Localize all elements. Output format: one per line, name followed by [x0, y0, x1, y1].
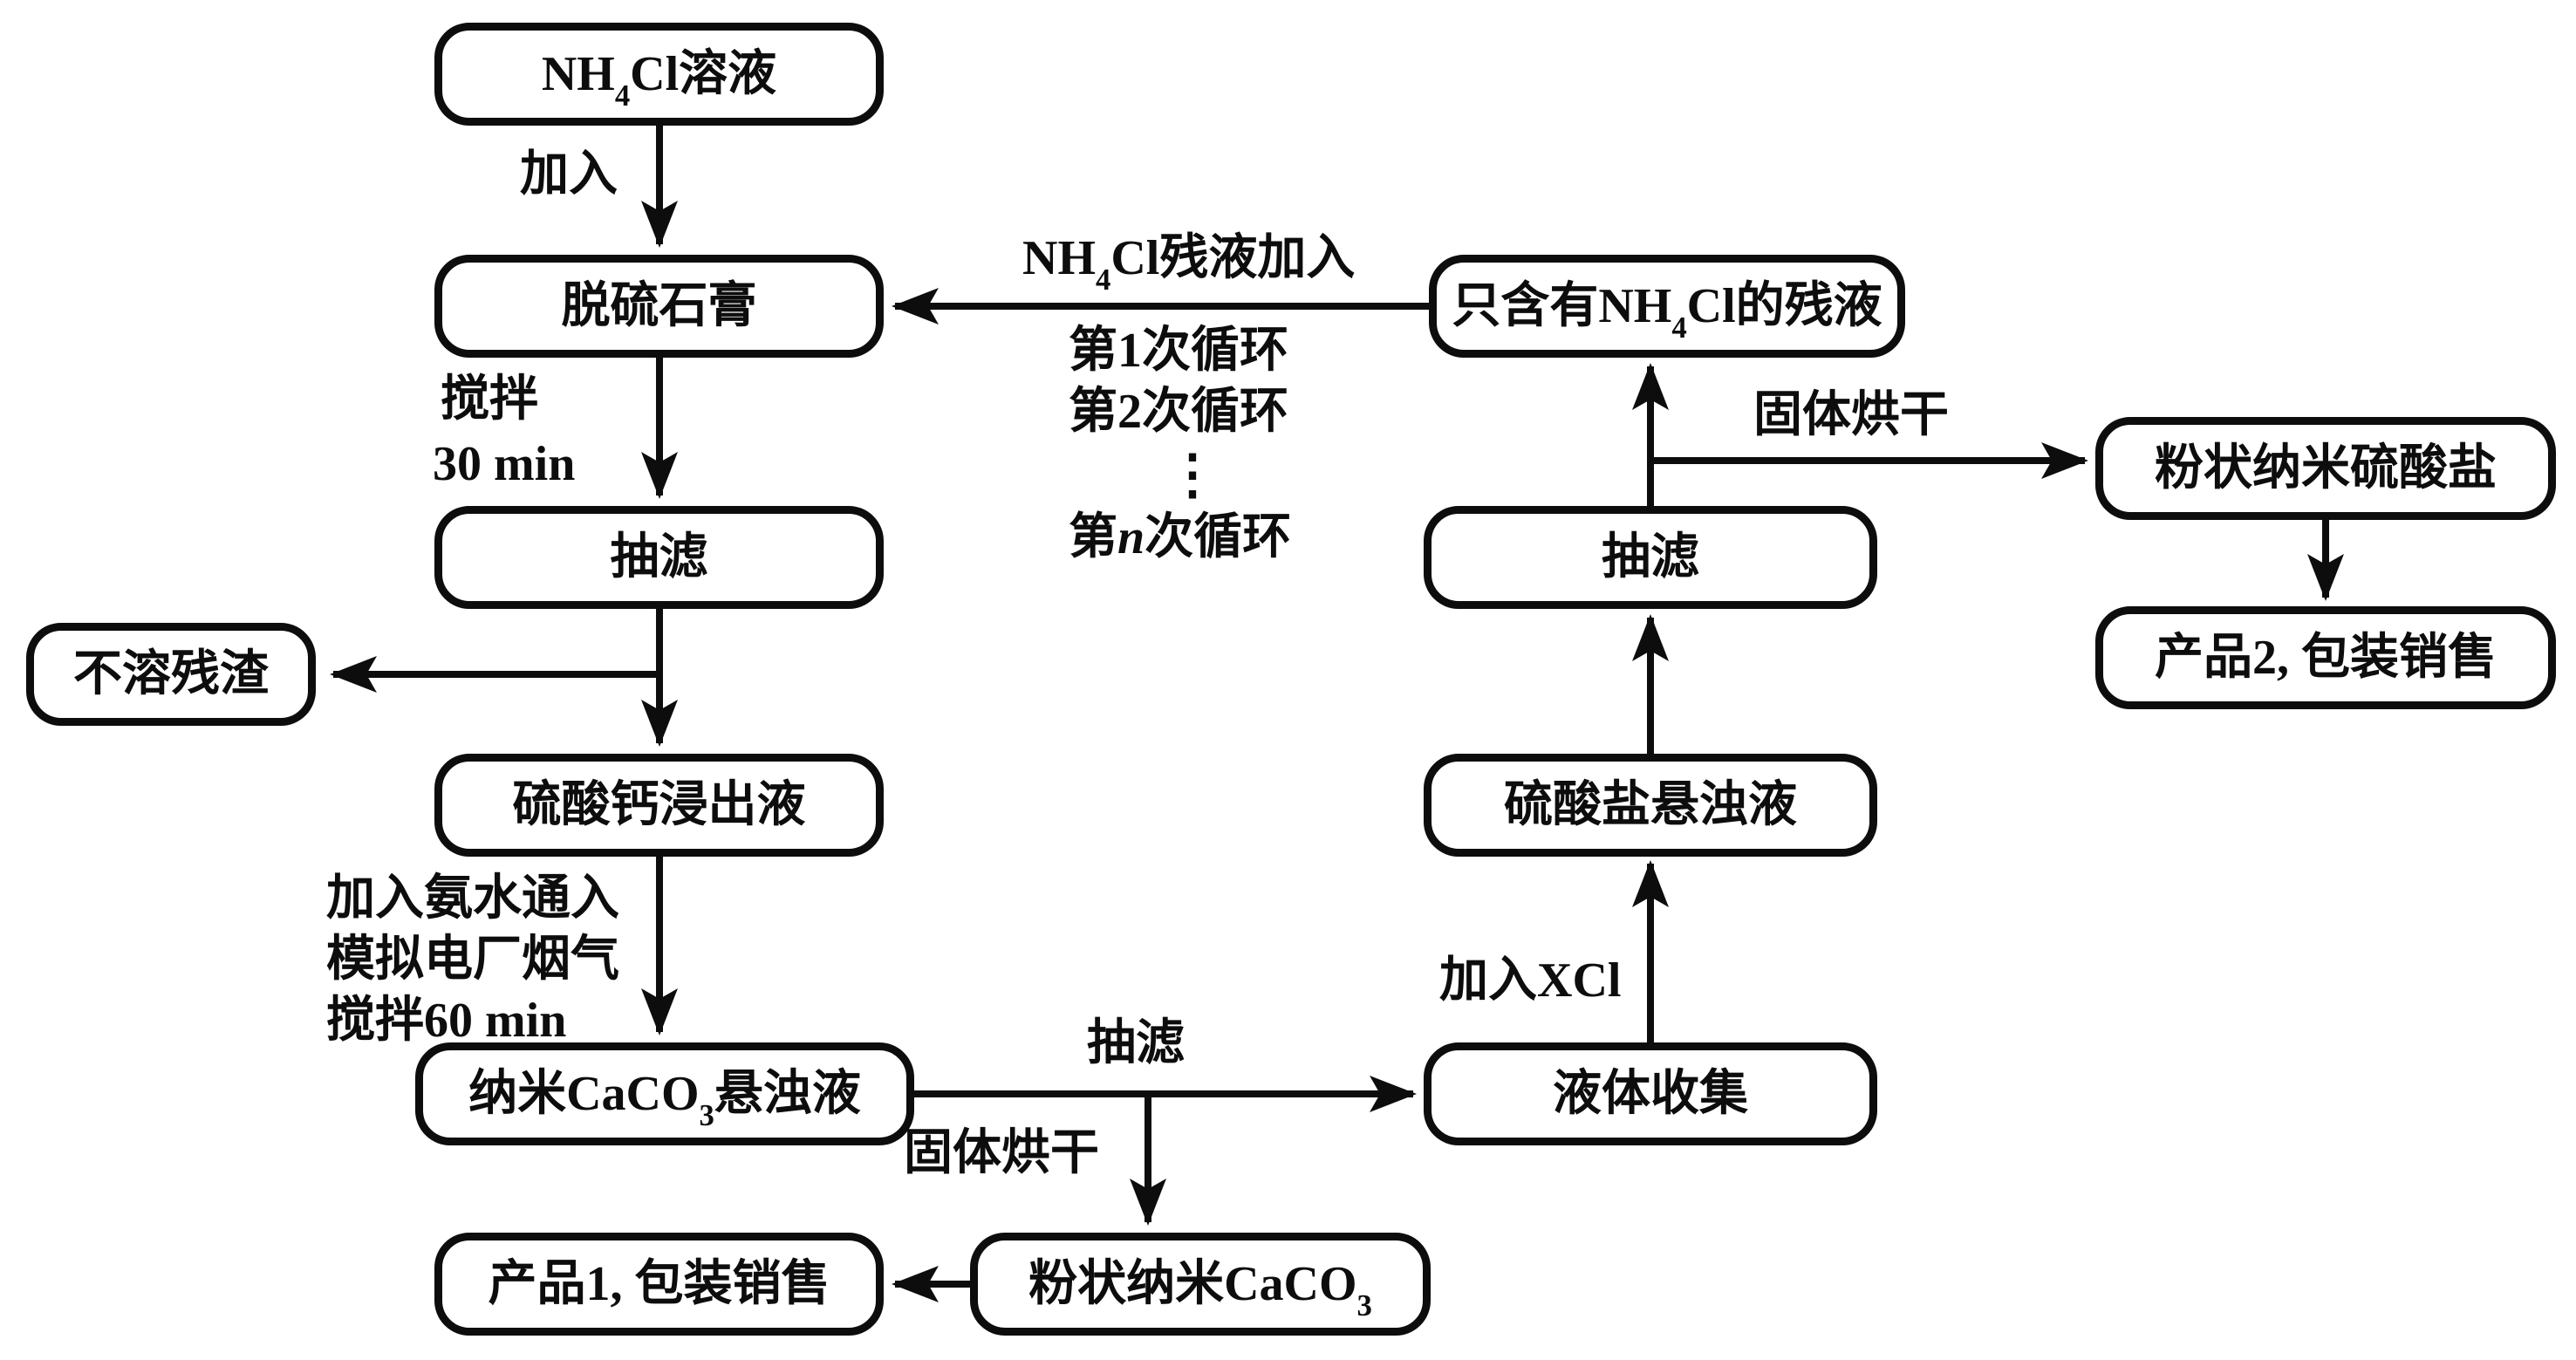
- label-add-xcl: 加入XCl: [1439, 953, 1622, 1008]
- label-add: 加入: [520, 147, 618, 202]
- node-label: 纳米CaCO3悬浊液: [468, 1067, 861, 1133]
- label-filter-mid: 抽滤: [1087, 1016, 1185, 1070]
- label-stir-time: 30 min: [433, 437, 576, 491]
- label-ammonia-line2: 模拟电厂烟气: [326, 933, 619, 987]
- node-label: 产品1, 包装销售: [488, 1257, 830, 1311]
- label-residue-add: NH4Cl残液加入: [1022, 231, 1356, 297]
- node-nh4cl-residue-liquid: 只含有NH4Cl的残液: [1429, 255, 1905, 358]
- node-label: 产品2, 包装销售: [2155, 631, 2497, 685]
- label-cycle-2: 第2次循环: [1069, 385, 1288, 439]
- node-label: 粉状纳米硫酸盐: [2155, 441, 2497, 495]
- node-product2: 产品2, 包装销售: [2095, 606, 2556, 709]
- node-product1: 产品1, 包装销售: [434, 1233, 884, 1336]
- label-cycle-n: 第n次循环: [1069, 510, 1292, 564]
- node-label: 只含有NH4Cl的残液: [1452, 279, 1882, 345]
- node-insoluble-residue: 不溶残渣: [26, 623, 316, 726]
- node-liquid-collection: 液体收集: [1424, 1042, 1877, 1145]
- node-powder-nano-caco3: 粉状纳米CaCO3: [970, 1233, 1431, 1336]
- node-label: 硫酸钙浸出液: [512, 778, 806, 832]
- node-label: 硫酸盐悬浊液: [1504, 778, 1797, 832]
- node-filter-left: 抽滤: [434, 506, 884, 609]
- node-label: 粉状纳米CaCO3: [1028, 1257, 1372, 1323]
- label-stir: 搅拌: [441, 372, 538, 427]
- node-nh4cl-solution: NH4Cl溶液: [434, 23, 884, 126]
- label-cycle-1: 第1次循环: [1069, 324, 1288, 378]
- node-label: NH4Cl溶液: [541, 47, 777, 113]
- label-ammonia-line3: 搅拌60 min: [326, 994, 567, 1048]
- node-label: 抽滤: [1602, 530, 1699, 584]
- node-label: 抽滤: [610, 530, 708, 584]
- label-cycle-ellipsis: ⋮: [1165, 446, 1220, 505]
- node-label: 不溶残渣: [73, 647, 269, 701]
- node-label: 脱硫石膏: [561, 279, 757, 333]
- label-solid-dry-left: 固体烘干: [904, 1126, 1099, 1180]
- node-label: 液体收集: [1553, 1067, 1748, 1121]
- node-sulfate-suspension: 硫酸盐悬浊液: [1424, 754, 1877, 857]
- node-filter-right: 抽滤: [1424, 506, 1877, 609]
- node-calcium-sulfate-leachate: 硫酸钙浸出液: [434, 754, 884, 857]
- node-nano-caco3-suspension: 纳米CaCO3悬浊液: [415, 1042, 914, 1145]
- label-ammonia-line1: 加入氨水通入: [326, 871, 619, 926]
- node-desulfurization-gypsum: 脱硫石膏: [434, 255, 884, 358]
- node-powder-nano-sulfate: 粉状纳米硫酸盐: [2095, 417, 2556, 520]
- label-solid-dry-right: 固体烘干: [1753, 388, 1949, 442]
